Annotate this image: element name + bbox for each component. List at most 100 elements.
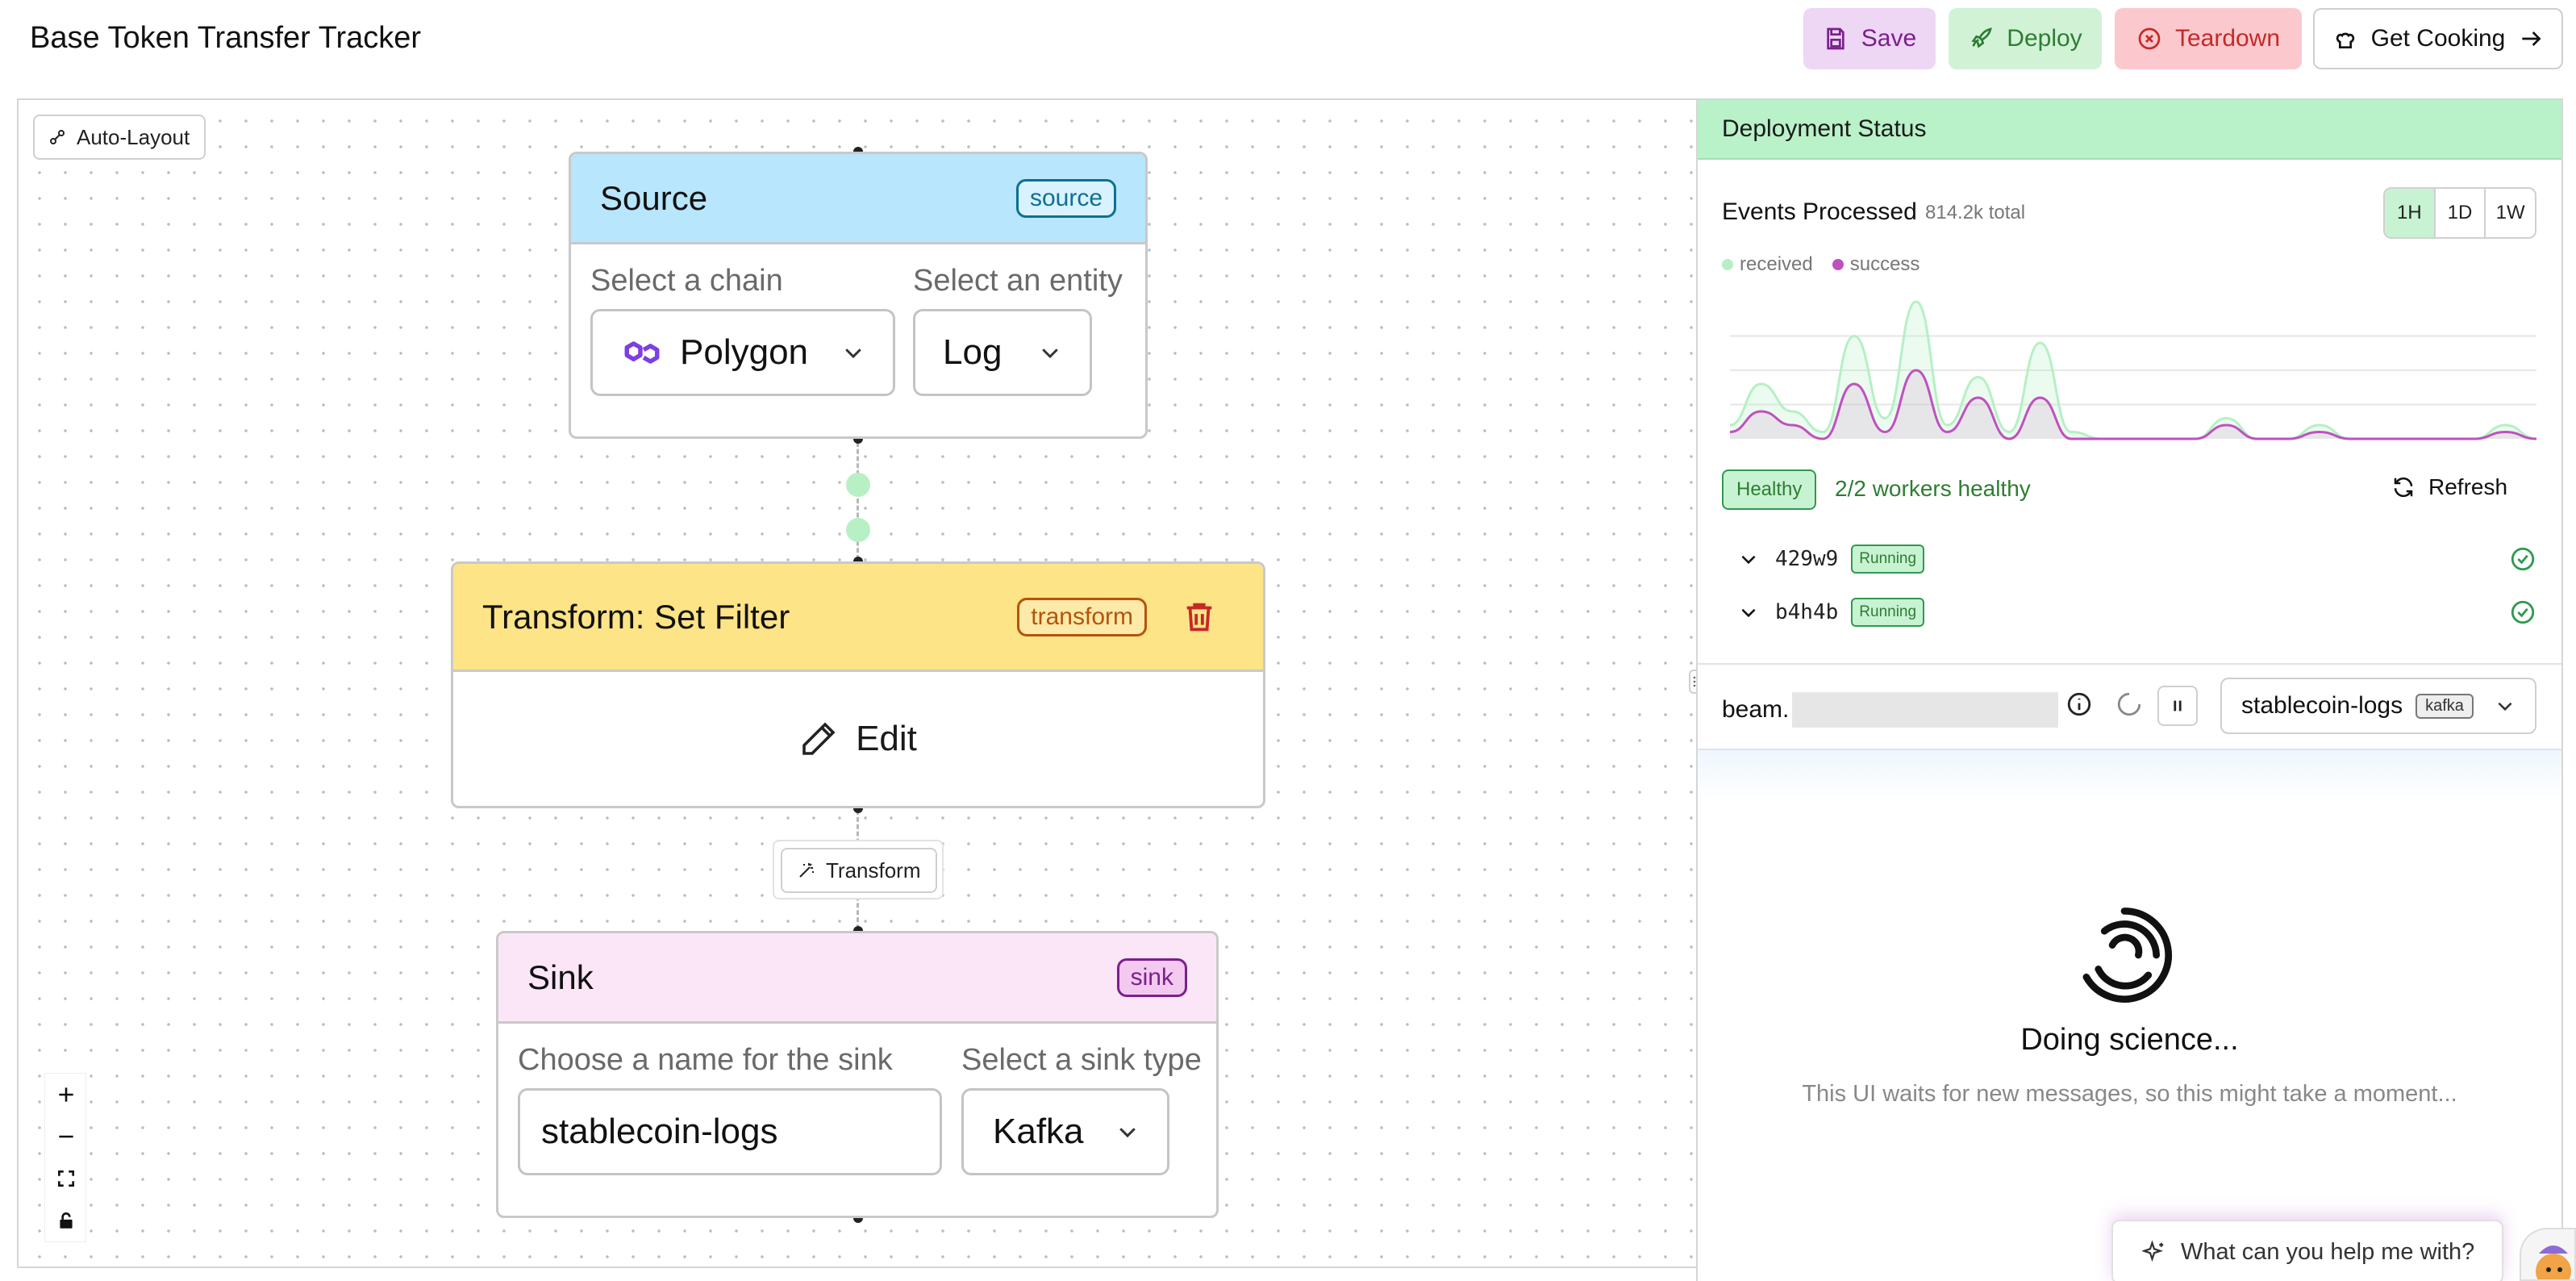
events-chart [1730, 300, 2536, 440]
teardown-label: Teardown [2174, 25, 2281, 52]
divider [1698, 663, 2561, 665]
save-button[interactable]: Save [1803, 8, 1936, 69]
chevron-down-icon [2498, 702, 2512, 711]
chain-label: Select a chain [590, 264, 783, 298]
add-transform-button[interactable]: Transform [781, 848, 937, 893]
range-1d[interactable]: 1D [2436, 189, 2486, 237]
sink-name-input[interactable]: stablecoin-logs [518, 1088, 942, 1175]
mascot-avatar[interactable] [2520, 1228, 2576, 1281]
info-button[interactable] [2064, 689, 2095, 720]
sink-node[interactable]: Sink sink Choose a name for the sink sta… [496, 931, 1219, 1218]
events-total: 814.2k total [1925, 202, 2026, 223]
pause-button[interactable] [2157, 686, 2198, 726]
sink-type-value: Kafka [993, 1112, 1084, 1151]
save-icon [1827, 27, 1844, 50]
sink-type-select[interactable]: Kafka [961, 1088, 1169, 1175]
layout-icon [50, 130, 65, 144]
sink-node-header: Sink sink [498, 933, 1216, 1024]
health-badge: Healthy [1722, 469, 1817, 510]
chain-select[interactable]: Polygon [590, 309, 895, 396]
edge-dot [846, 518, 870, 542]
topic-prefix: beam. [1722, 692, 2059, 728]
transform-node[interactable]: Transform: Set Filter transform Edit [451, 561, 1265, 808]
transform-tag: transform [1017, 597, 1147, 636]
chevron-down-icon [1119, 1128, 1136, 1138]
add-transform-popover: Transform [773, 840, 944, 899]
range-1w[interactable]: 1W [2495, 202, 2525, 223]
top-bar: Base Token Transfer Tracker Save Deploy … [0, 0, 2576, 79]
check-circle-icon [2511, 600, 2535, 624]
fit-view-button[interactable] [45, 1158, 87, 1200]
save-label: Save [1861, 25, 1917, 52]
worker-status-badge: Running [1851, 598, 1925, 627]
panel-title: Deployment Status [1698, 100, 2561, 160]
loading-spinner-icon [2082, 908, 2173, 1003]
transform-title-name: Set Filter [654, 597, 790, 636]
edit-label: Edit [856, 719, 917, 758]
legend-label: success [1849, 253, 1920, 275]
source-node[interactable]: Source source Select a chain Polygon Sel… [569, 152, 1148, 439]
kafka-badge: kafka [2416, 693, 2474, 719]
chef-hat-icon [2336, 32, 2354, 48]
get-cooking-button[interactable]: Get Cooking [2313, 8, 2563, 69]
assistant-placeholder: What can you help me with? [2181, 1238, 2475, 1265]
sink-name-value: stablecoin-logs [541, 1112, 778, 1151]
rocket-icon [1971, 27, 1993, 48]
zoom-in-button[interactable] [45, 1074, 87, 1116]
events-title: Events Processed [1722, 198, 1917, 225]
sink-tag: sink [1116, 958, 1187, 997]
pause-icon [2174, 700, 2182, 711]
topic-select[interactable]: stablecoin-logs kafka [2220, 678, 2536, 734]
arrow-right-icon [2522, 31, 2541, 46]
worker-id: 429w9 [1775, 547, 1839, 571]
spinner-icon [2117, 692, 2141, 716]
message-viewer: Doing science... This UI waits for new m… [1698, 750, 2561, 1281]
worker-row[interactable]: 429w9 Running [1738, 539, 2536, 579]
source-node-title: Source [600, 178, 708, 217]
worker-row[interactable]: b4h4b Running [1738, 592, 2536, 632]
range-1h[interactable]: 1H [2385, 189, 2436, 237]
topic-toolbar: beam. stablecoin-logs kafka [1698, 665, 2561, 749]
polygon-logo-icon [624, 341, 660, 364]
deploy-label: Deploy [2007, 25, 2082, 52]
chevron-down-icon [1042, 348, 1058, 359]
assistant-input[interactable]: What can you help me with? [2111, 1220, 2503, 1281]
loading-indicator [2114, 689, 2145, 720]
transform-edit-button[interactable]: Edit [453, 672, 1263, 806]
pencil-icon [802, 722, 836, 755]
deploy-button[interactable]: Deploy [1949, 8, 2102, 69]
minus-icon [59, 1135, 73, 1138]
flow-canvas[interactable]: Auto-Layout Source source Select a chain… [17, 98, 1696, 1268]
source-node-header: Source source [571, 154, 1145, 244]
legend-received: received [1722, 253, 1813, 276]
refresh-button[interactable]: Refresh [2391, 474, 2507, 500]
add-transform-label: Transform [826, 857, 921, 883]
zoom-controls [44, 1073, 86, 1242]
get-cooking-label: Get Cooking [2370, 25, 2506, 52]
chart-area-success [1730, 370, 2536, 439]
legend-success: success [1832, 253, 1920, 276]
chef-mascot-icon [2536, 1246, 2571, 1279]
loading-subtitle: This UI waits for new messages, so this … [1802, 1081, 2457, 1107]
loading-title: Doing science... [2020, 1023, 2239, 1057]
chevron-down-icon[interactable] [1738, 549, 1759, 570]
topic-prefix-text: beam. [1722, 696, 1790, 723]
topic-id-redacted [1792, 692, 2059, 728]
lock-button[interactable] [45, 1200, 87, 1241]
entity-select[interactable]: Log [913, 309, 1092, 396]
worker-id: b4h4b [1775, 600, 1839, 624]
entity-value: Log [943, 332, 1002, 372]
close-circle-icon [2138, 27, 2161, 50]
trash-icon[interactable] [1181, 599, 1218, 636]
magic-wand-icon [799, 863, 814, 878]
zoom-out-button[interactable] [45, 1116, 87, 1158]
teardown-button[interactable]: Teardown [2115, 8, 2302, 69]
refresh-icon [2394, 477, 2413, 498]
auto-layout-button[interactable]: Auto-Layout [33, 115, 206, 160]
info-icon [2067, 692, 2091, 716]
deployment-panel: Deployment Status Events Processed 814.2… [1696, 98, 2563, 1281]
chevron-down-icon[interactable] [1738, 602, 1759, 623]
transform-node-header: Transform: Set Filter transform [453, 564, 1263, 672]
sink-type-label: Select a sink type [961, 1043, 1202, 1077]
entity-label: Select an entity [913, 264, 1123, 298]
